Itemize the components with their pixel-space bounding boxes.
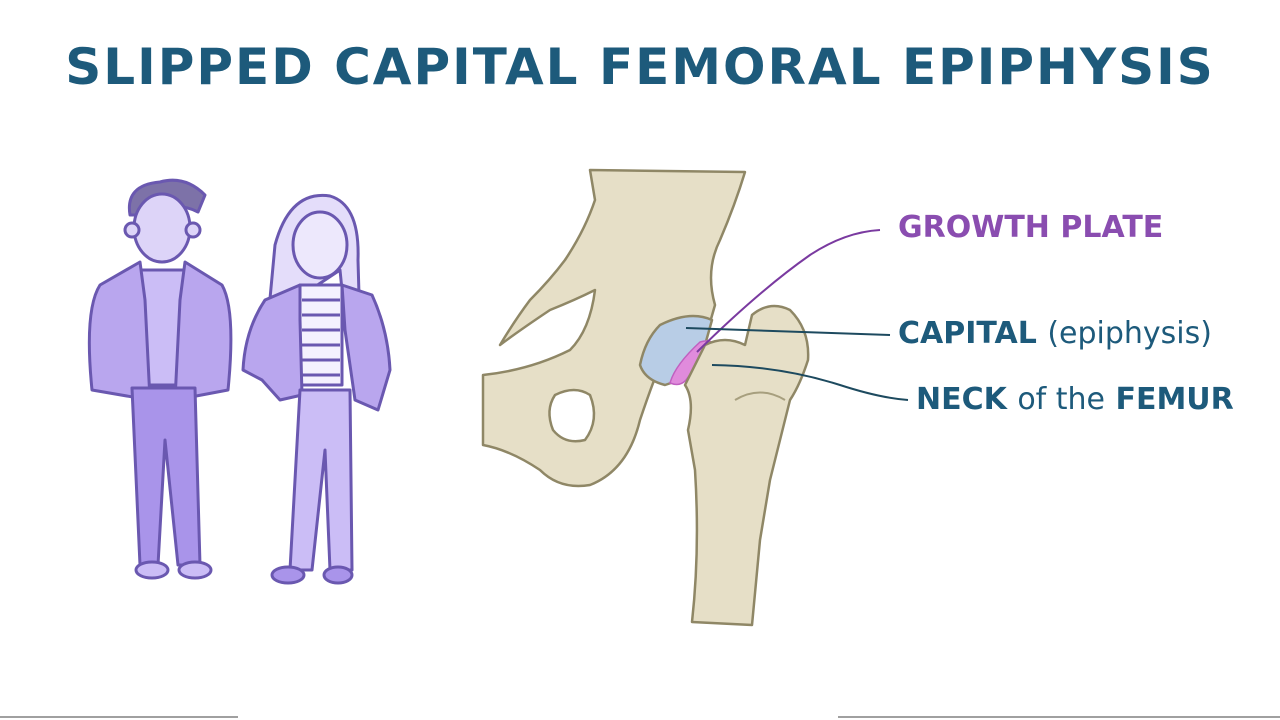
capital-leader	[685, 327, 891, 336]
label-capital-sub: (epiphysis)	[1047, 316, 1212, 351]
label-neck-a: NECK	[916, 382, 1007, 417]
label-capital-epiphysis: CAPITAL (epiphysis)	[898, 316, 1212, 351]
label-growth-plate: GROWTH PLATE	[898, 210, 1164, 245]
label-neck-of-femur: NECK of the FEMUR	[916, 382, 1234, 417]
boy-figure	[87, 178, 233, 580]
neck-leader	[711, 364, 909, 401]
label-neck-c: FEMUR	[1115, 382, 1234, 417]
progress-bar-left	[0, 716, 238, 718]
label-neck-b: of the	[1017, 382, 1106, 417]
growth-plate-leader	[696, 229, 881, 353]
femur	[683, 304, 810, 627]
progress-bar-right	[838, 716, 1280, 718]
page-title: SLIPPED CAPITAL FEMORAL EPIPHYSIS	[65, 38, 1215, 96]
girl-figure	[241, 193, 392, 585]
hip-diagram	[481, 168, 810, 627]
label-capital-main: CAPITAL	[898, 316, 1037, 351]
